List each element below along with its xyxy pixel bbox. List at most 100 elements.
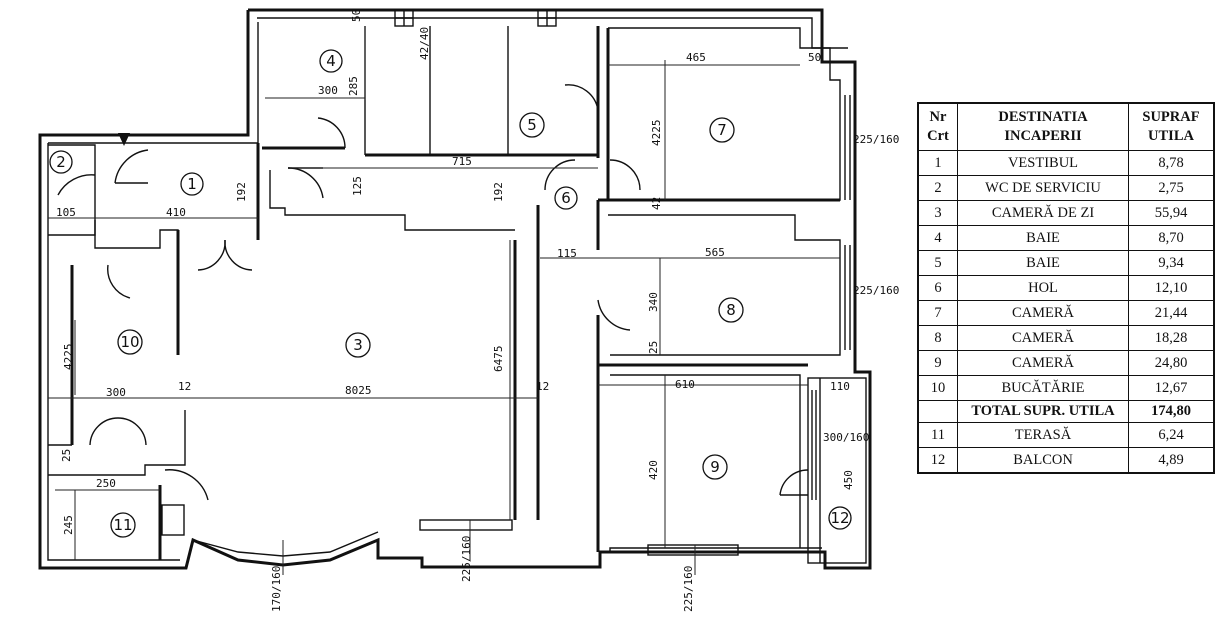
dim-label: 225/160	[853, 284, 899, 297]
dim-label: 450	[842, 470, 855, 490]
row-name: WC DE SERVICIU	[957, 175, 1129, 201]
row-name: BAIE	[957, 250, 1129, 276]
room-marker-1	[180, 172, 204, 196]
floor-plan: 1 2 3 4 5 6 7 8 9 10 11 12 465 50 50 42/…	[38, 8, 899, 612]
dim-label: 225/160	[460, 536, 473, 582]
dim-label: 225/160	[682, 566, 695, 612]
dim-label: 340	[647, 292, 660, 312]
dim-label: 25	[647, 341, 660, 354]
dim-label: 50	[808, 51, 821, 64]
row-area: 24,80	[1128, 350, 1215, 376]
room-label-4: 4	[326, 52, 336, 70]
dim-label: 12	[178, 380, 191, 393]
room-marker-11	[110, 512, 136, 538]
dim-label: 245	[62, 515, 75, 535]
dim-label: 170/160	[270, 566, 283, 612]
dim-label: 125	[351, 176, 364, 196]
total-nr	[917, 400, 958, 423]
interior-walls	[48, 26, 841, 560]
row-nr: 5	[917, 250, 958, 276]
row-area: 8,78	[1128, 150, 1215, 176]
header-nr: Nr Crt	[917, 102, 958, 151]
row-name: BAIE	[957, 225, 1129, 251]
row-nr: 1	[917, 150, 958, 176]
row-name: CAMERĂ DE ZI	[957, 200, 1129, 226]
room-area-table: Nr Crt DESTINATIA INCAPERII SUPRAF UTILA…	[917, 102, 1215, 474]
row-area: 6,24	[1128, 422, 1215, 448]
row-area: 8,70	[1128, 225, 1215, 251]
dim-label: 410	[166, 206, 186, 219]
header-destination: DESTINATIA INCAPERII	[957, 102, 1129, 151]
room-marker-2	[49, 150, 73, 174]
dim-label: 4225	[650, 120, 663, 147]
row-nr: 8	[917, 325, 958, 351]
dim-label: 192	[492, 182, 505, 202]
dim-label: 42	[650, 197, 663, 210]
dim-label: 110	[830, 380, 850, 393]
dim-label: 465	[686, 51, 706, 64]
dim-label: 610	[675, 378, 695, 391]
room-label-12: 12	[830, 509, 849, 527]
dim-label: 25	[60, 449, 73, 462]
row-name: CAMERĂ	[957, 325, 1129, 351]
row-area: 4,89	[1128, 447, 1215, 474]
outer-walls	[38, 8, 872, 570]
row-area: 2,75	[1128, 175, 1215, 201]
room-label-2: 2	[56, 153, 66, 171]
dim-label: 250	[96, 477, 116, 490]
row-nr: 12	[917, 447, 958, 474]
dim-label: 715	[452, 155, 472, 168]
header-area: SUPRAF UTILA	[1128, 102, 1215, 151]
room-marker-8	[718, 297, 744, 323]
room-marker-6	[554, 186, 578, 210]
dim-label: 285	[347, 76, 360, 96]
row-nr: 3	[917, 200, 958, 226]
row-area: 12,67	[1128, 375, 1215, 401]
dim-label: 420	[647, 460, 660, 480]
dim-label: 300	[318, 84, 338, 97]
room-label-10: 10	[120, 333, 139, 351]
entrance-arrow-icon	[118, 133, 130, 146]
row-name: CAMERĂ	[957, 300, 1129, 326]
row-name: BALCON	[957, 447, 1129, 474]
dim-label: 12	[536, 380, 549, 393]
dim-label: 6475	[492, 346, 505, 373]
row-nr: 4	[917, 225, 958, 251]
room-label-9: 9	[710, 458, 720, 476]
dim-label: 8025	[345, 384, 372, 397]
room-markers: 1 2 3 4 5 6 7 8 9 10 11 12	[49, 49, 852, 538]
dimension-lines	[48, 26, 840, 575]
row-nr: 7	[917, 300, 958, 326]
row-area: 21,44	[1128, 300, 1215, 326]
room-marker-5	[519, 112, 545, 138]
row-nr: 11	[917, 422, 958, 448]
row-nr: 2	[917, 175, 958, 201]
row-area: 12,10	[1128, 275, 1215, 301]
room-marker-4	[319, 49, 343, 73]
room-label-5: 5	[527, 116, 537, 134]
door-swings	[57, 84, 809, 501]
row-area: 55,94	[1128, 200, 1215, 226]
row-name: VESTIBUL	[957, 150, 1129, 176]
table-header-row: Nr Crt DESTINATIA INCAPERII SUPRAF UTILA	[917, 102, 1215, 151]
dim-label: 192	[235, 182, 248, 202]
row-name: HOL	[957, 275, 1129, 301]
total-value: 174,80	[1128, 400, 1215, 423]
room-label-7: 7	[717, 121, 727, 139]
room-marker-7	[709, 117, 735, 143]
dim-label: 42/40	[418, 27, 431, 60]
dimension-labels: 465 50 50 42/40 285 300 4225 225/160 715…	[56, 9, 899, 612]
room-label-6: 6	[561, 189, 571, 207]
